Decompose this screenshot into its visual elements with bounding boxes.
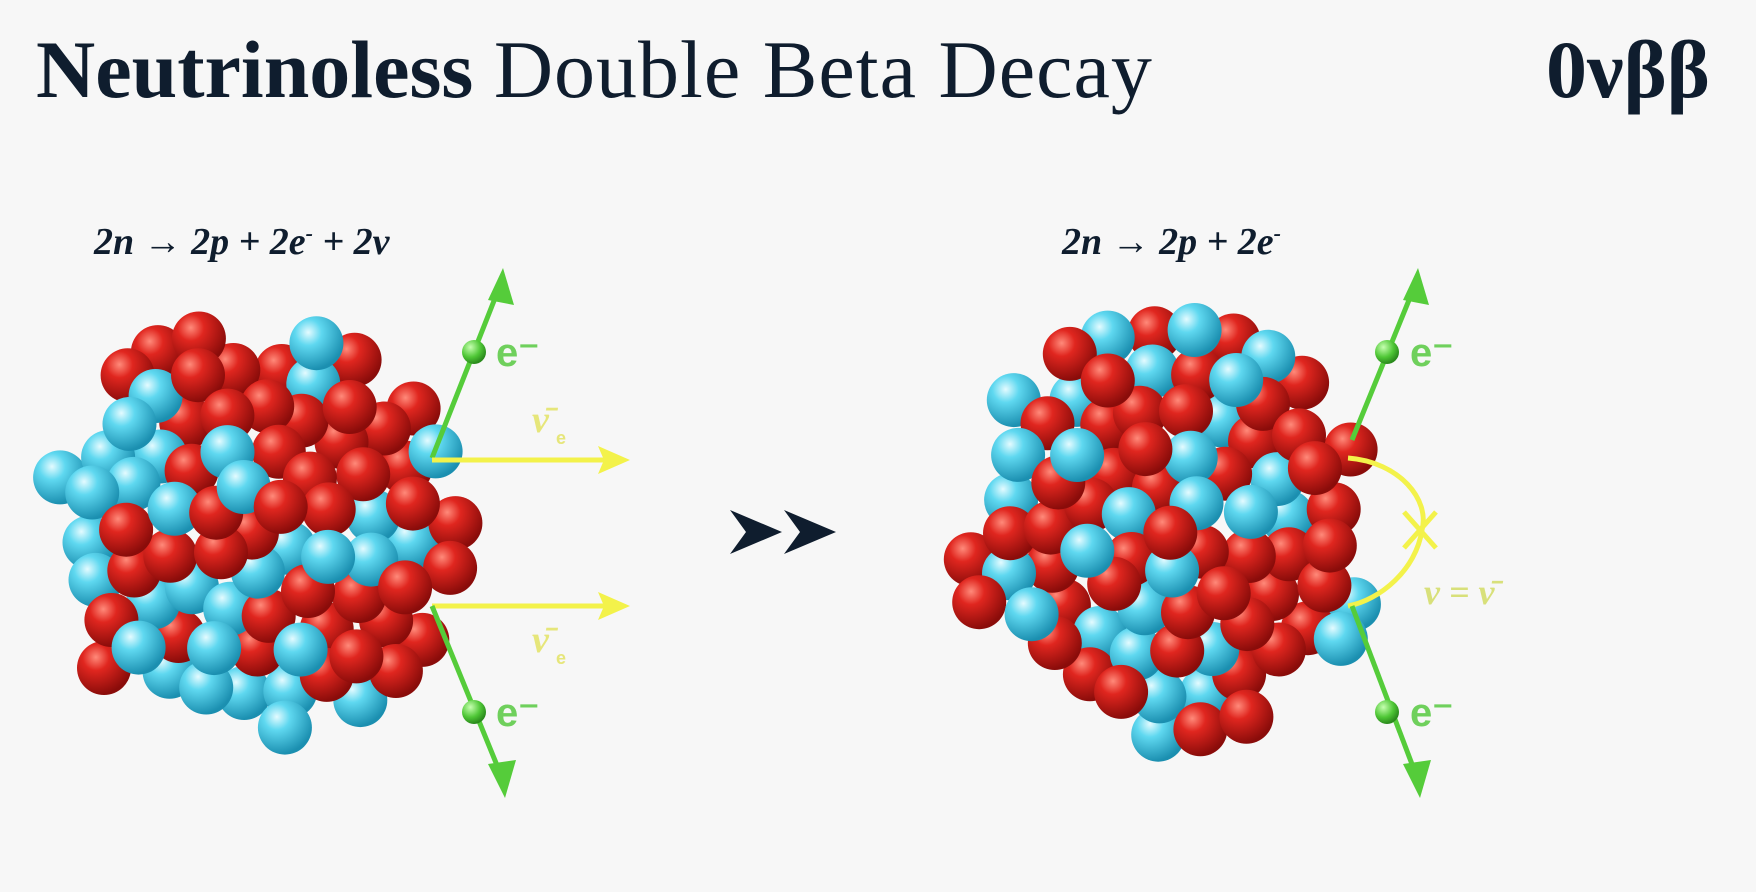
proton-sphere	[1118, 422, 1173, 477]
left-antineutrino-top: ν̄ e	[432, 399, 630, 474]
eq-left-rhs: 2p + 2e	[191, 221, 306, 263]
proton-sphere	[1302, 518, 1357, 573]
neutron-sphere	[102, 396, 157, 451]
eq-left-arrow: →	[143, 221, 182, 263]
neutron-sphere	[1167, 303, 1222, 357]
left-antineutrino-bottom-label: ν̄	[532, 619, 559, 661]
proton-sphere	[378, 560, 433, 615]
eq-left-sup: -	[305, 220, 313, 246]
title-bold: Neutrinoless	[36, 24, 474, 115]
nucleus-right	[943, 303, 1381, 762]
proton-sphere	[1159, 384, 1213, 439]
neutron-sphere	[1313, 611, 1368, 666]
left-antineutrino-top-sub: e	[556, 428, 566, 448]
neutron-sphere	[1004, 587, 1059, 642]
nucleus-left	[33, 311, 483, 755]
neutron-sphere	[257, 700, 312, 755]
proton-sphere	[428, 496, 483, 551]
title-rest: Double Beta Decay	[493, 24, 1153, 115]
neutron-sphere	[1209, 353, 1264, 407]
neutron-sphere	[289, 316, 344, 371]
proton-sphere	[329, 629, 384, 684]
proton-sphere	[171, 348, 225, 403]
double-chevron-right-icon	[730, 510, 836, 554]
eq-right-arrow: →	[1111, 221, 1150, 263]
neutron-sphere	[1223, 484, 1278, 539]
eq-left-tail: + 2ν	[313, 221, 390, 263]
neutron-sphere	[1050, 428, 1105, 482]
eq-right-lhs: 2n	[1062, 221, 1103, 263]
proton-sphere	[1196, 566, 1251, 621]
proton-sphere	[423, 540, 478, 595]
proton-sphere	[1219, 689, 1274, 744]
left-antineutrino-bottom: ν̄ e	[432, 592, 630, 668]
left-electron-bottom: e⁻	[429, 605, 539, 798]
process-badge: 0νββ	[1545, 24, 1710, 115]
proton-sphere	[241, 588, 296, 643]
neutron-sphere	[1101, 487, 1156, 542]
eq-right-sup: -	[1273, 220, 1281, 246]
neutron-sphere	[273, 622, 328, 677]
neutron-sphere	[147, 481, 202, 536]
proton-sphere	[194, 525, 248, 580]
neutron-sphere	[111, 620, 166, 675]
proton-sphere	[1080, 353, 1135, 408]
neutron-sphere	[1060, 523, 1115, 578]
proton-sphere	[1297, 558, 1352, 613]
left-antineutrino-top-label: ν̄	[532, 399, 559, 441]
right-electron-bottom-label: e⁻	[1410, 691, 1453, 735]
proton-sphere	[99, 502, 154, 557]
proton-sphere	[301, 482, 356, 537]
proton-sphere	[1173, 702, 1228, 757]
neutron-sphere	[1131, 707, 1186, 762]
proton-sphere	[1143, 505, 1198, 560]
proton-sphere	[1287, 441, 1342, 496]
proton-sphere	[385, 476, 440, 531]
right-electron-top-label: e⁻	[1410, 331, 1453, 375]
neutron-sphere	[65, 465, 120, 520]
proton-sphere	[1094, 664, 1149, 719]
neutron-sphere	[1125, 344, 1180, 399]
proton-sphere	[983, 506, 1037, 561]
proton-sphere	[952, 575, 1007, 630]
equation-left: 2n → 2p + 2e- + 2ν	[94, 220, 390, 264]
right-electron-top: e⁻	[1349, 268, 1453, 441]
right-electron-bottom: e⁻	[1349, 605, 1453, 798]
left-electron-top: e⁻	[429, 268, 539, 459]
left-electron-bottom-label: e⁻	[496, 691, 539, 735]
proton-sphere	[322, 380, 377, 434]
neutron-sphere	[106, 456, 161, 511]
neutron-sphere	[187, 621, 242, 676]
proton-sphere	[1127, 306, 1182, 361]
proton-sphere	[143, 528, 198, 583]
right-neutrino-identity-label: ν = ν̄	[1424, 572, 1503, 612]
eq-right-rhs: 2p + 2e	[1159, 221, 1274, 263]
right-neutrino-exchange: ν = ν̄	[1347, 455, 1503, 612]
left-antineutrino-bottom-sub: e	[556, 648, 566, 668]
equation-right: 2n → 2p + 2e-	[1062, 220, 1281, 264]
neutron-sphere	[991, 427, 1046, 482]
proton-sphere	[1261, 527, 1316, 582]
neutron-sphere	[1163, 430, 1218, 485]
proton-sphere	[336, 447, 391, 502]
left-electron-top-label: e⁻	[496, 331, 539, 375]
neutron-sphere	[301, 529, 356, 584]
page-title: Neutrinoless Double Beta Decay	[36, 20, 1153, 120]
eq-left-lhs: 2n	[94, 221, 135, 263]
proton-sphere	[253, 479, 308, 534]
proton-sphere	[1042, 326, 1097, 381]
